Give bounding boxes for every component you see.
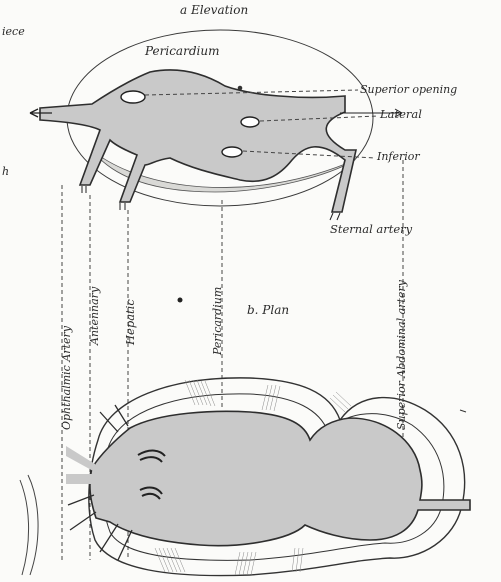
small-dot [238,86,243,91]
vessel-end-3 [330,213,340,220]
left-fragment-arc [20,475,38,575]
inferior-label: Inferior [376,150,420,163]
fragment-top-left: iece [2,25,25,38]
elevation-caption: a Elevation [180,3,248,17]
pericardium-label: Pericardium [144,44,219,58]
hepatic-label: Hepatic [123,299,137,346]
center-dot [178,298,183,303]
lateral-opening [241,117,259,127]
superior-opening [121,91,145,103]
superior-abdominal-artery-label: Superior Abdominal artery [395,279,408,430]
antennary-label: Antennary [88,286,101,346]
inferior-opening [222,147,242,157]
plan-vessel-fills [66,446,95,484]
superior-opening-label: Superior opening [360,83,457,96]
sternal-artery-label: Sternal artery [330,222,413,236]
fragment-left-mid: h [2,165,9,178]
plan-caption: b. Plan [247,303,289,317]
ophthalmic-artery-label: Ophthalmic Artery [60,325,73,430]
lateral-label: Lateral [379,107,422,121]
vessel-end-1 [82,186,86,193]
stray-mark [460,410,466,412]
vessel-end-2 [120,203,125,210]
heart-plan [90,411,470,545]
pericardium-vertical-label: Pericardium [211,287,224,356]
